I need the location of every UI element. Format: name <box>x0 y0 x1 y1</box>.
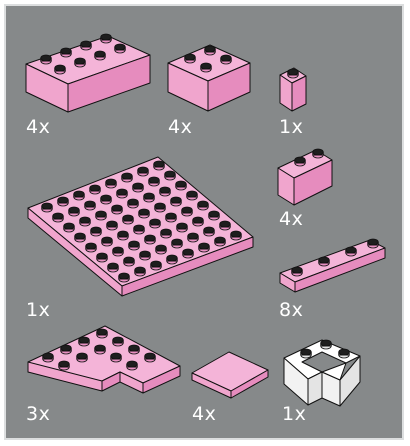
quantity-brick-2x4: 4x <box>26 118 50 137</box>
quantity-brick-1x2: 4x <box>279 210 303 229</box>
brick-1x2-part <box>278 149 332 205</box>
brick-2x4-part <box>26 34 150 112</box>
white-corner-brick-part <box>284 340 360 406</box>
quantity-brick-1x1: 1x <box>279 118 303 137</box>
tile-2x2-part <box>192 352 268 398</box>
quantity-white-corner-brick: 1x <box>282 405 306 424</box>
plate-8x8-part <box>28 157 253 296</box>
quantity-plate-8x8: 1x <box>26 301 50 320</box>
quantity-brick-2x2: 4x <box>168 118 192 137</box>
quantity-plate-1x4: 8x <box>279 301 303 320</box>
plate-corner-part <box>28 326 180 393</box>
quantity-plate-corner: 3x <box>26 405 50 424</box>
plate-1x4-part <box>280 239 385 292</box>
quantity-tile-2x2: 4x <box>192 405 216 424</box>
brick-2x2-part <box>168 45 250 111</box>
brick-1x1-part <box>280 68 306 111</box>
